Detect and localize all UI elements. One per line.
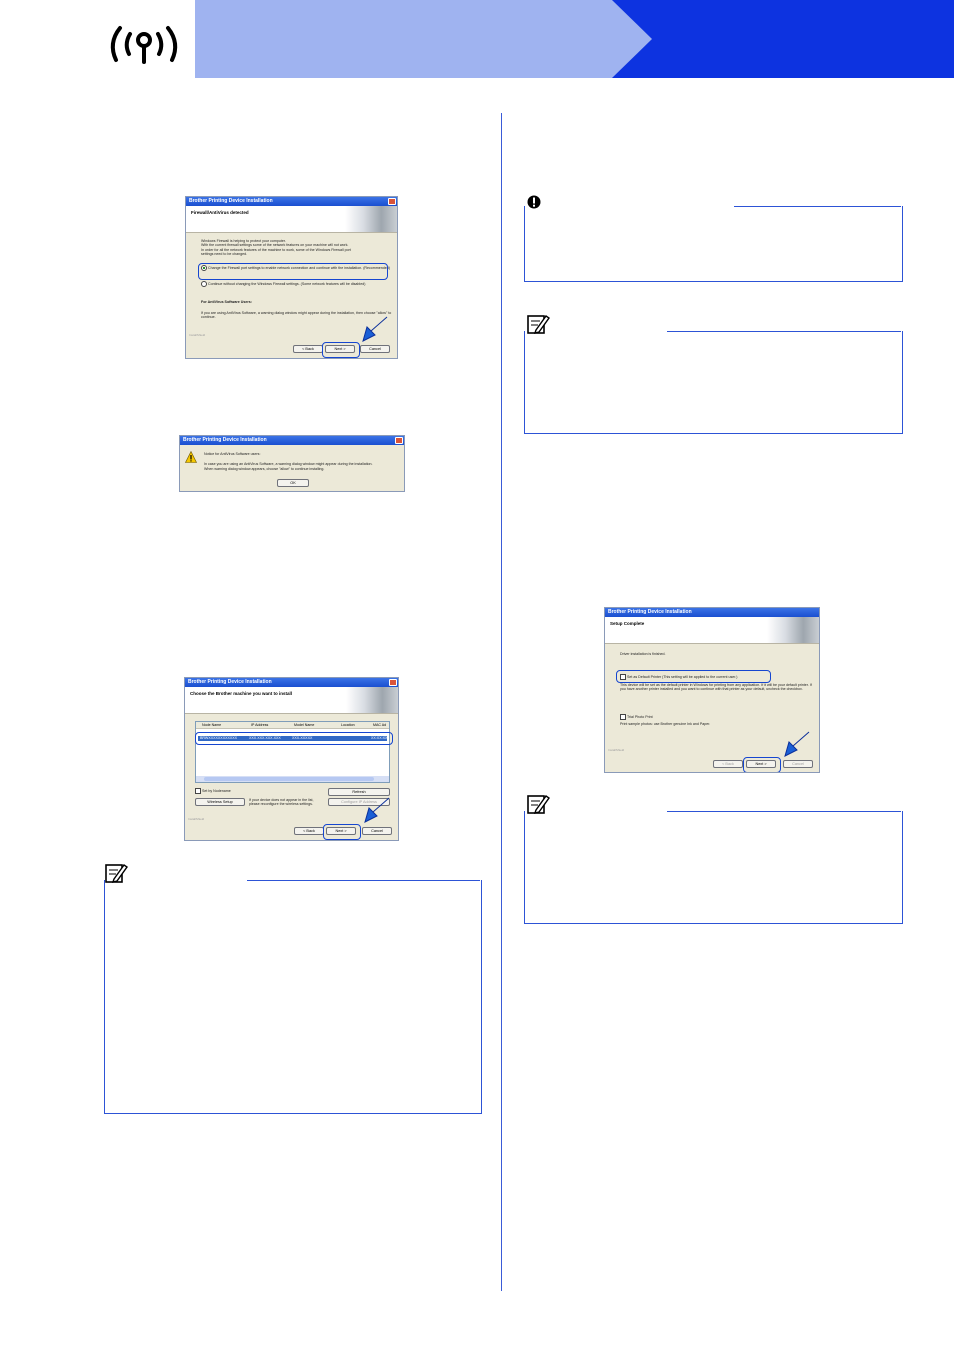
- close-icon[interactable]: [388, 198, 396, 205]
- cell-ip-address: XXX.XXX.XXX.XXX: [249, 736, 281, 740]
- next-button[interactable]: Next >: [325, 345, 355, 353]
- note-box-right-1: [524, 331, 903, 434]
- wireless-setup-button[interactable]: Wireless Setup: [195, 798, 245, 806]
- horizontal-scrollbar[interactable]: [196, 776, 389, 782]
- body-line: With the current firewall settings some …: [201, 243, 349, 248]
- installshield-label: InstallShield: [189, 333, 206, 337]
- cancel-button[interactable]: Cancel: [783, 760, 813, 768]
- default-printer-desc: This device will be set as the default p…: [620, 683, 812, 692]
- pointer-arrow-icon: [784, 731, 810, 757]
- warning-line-2: In case you are using an AntiVirus Softw…: [204, 462, 373, 466]
- next-highlight: [323, 824, 361, 840]
- dialog-title: Brother Printing Device Installation: [185, 678, 398, 687]
- dialog-title: Brother Printing Device Installation: [605, 608, 819, 617]
- checkbox-checked[interactable]: [620, 674, 626, 680]
- machine-list[interactable]: Node Name IP Address Model Name Location…: [195, 721, 390, 783]
- next-highlight: [322, 342, 360, 358]
- cancel-button[interactable]: Cancel: [362, 827, 392, 835]
- warning-line-3: When warning dialog window appears, choo…: [204, 467, 325, 471]
- next-button[interactable]: Next >: [746, 760, 776, 768]
- setup-complete-dialog: Brother Printing Device Installation Set…: [604, 607, 820, 773]
- close-icon[interactable]: [389, 679, 397, 686]
- close-icon[interactable]: [395, 437, 403, 444]
- important-box: [524, 206, 903, 282]
- set-by-nodename[interactable]: Set by Nodename: [195, 788, 231, 794]
- back-button[interactable]: < Back: [293, 345, 323, 353]
- finished-text: Driver installation is finished.: [620, 652, 666, 656]
- refresh-button[interactable]: Refresh: [328, 788, 390, 796]
- installshield-label: InstallShield: [188, 817, 205, 821]
- installshield-label: InstallShield: [608, 748, 625, 752]
- column-header[interactable]: IP Address: [251, 723, 269, 727]
- pointer-arrow-icon: [362, 316, 388, 342]
- dialog-heading: Firewall/AntiVirus detected: [191, 210, 249, 215]
- wireless-network-icon: [110, 26, 178, 64]
- note-icon: [527, 315, 550, 334]
- default-printer-option[interactable]: Set as Default Printer (This setting wil…: [620, 674, 770, 680]
- checkbox-checked[interactable]: [620, 714, 626, 720]
- column-header[interactable]: Location: [341, 723, 355, 727]
- scrollbar-thumb[interactable]: [204, 777, 374, 781]
- row-highlight: [195, 732, 393, 745]
- radio-unselected[interactable]: [201, 281, 207, 287]
- configure-ip-button[interactable]: Configure IP Address: [328, 798, 390, 806]
- body-line: In order for all the network features of…: [201, 247, 351, 252]
- option-highlight: [616, 670, 771, 683]
- option-highlight: [198, 263, 388, 280]
- back-button[interactable]: < Back: [713, 760, 743, 768]
- firewall-body: Windows Firewall is helping to protect y…: [201, 239, 393, 256]
- header-photo: [345, 206, 397, 232]
- next-highlight: [743, 757, 781, 772]
- option-change-firewall[interactable]: Change the Firewall port settings to ena…: [201, 265, 391, 271]
- body-line: Windows Firewall is helping to protect y…: [201, 239, 286, 243]
- next-button[interactable]: Next >: [326, 827, 356, 835]
- cell-model-name: XXX-XXXXX: [292, 736, 313, 740]
- header-photo: [767, 617, 819, 643]
- important-icon: [527, 195, 541, 209]
- column-header[interactable]: Node Name: [202, 723, 222, 727]
- cancel-button[interactable]: Cancel: [360, 345, 390, 353]
- note-box-right-2: [524, 811, 903, 924]
- ok-button[interactable]: OK: [277, 479, 309, 487]
- dialog-heading: Choose the Brother machine you want to i…: [190, 691, 293, 696]
- antivirus-heading: For AntiVirus Software Users:: [201, 300, 252, 304]
- cell-mac: XX:XX:XX: [371, 736, 388, 740]
- header-photo: [346, 687, 398, 713]
- firewall-dialog: Brother Printing Device Installation Fir…: [185, 196, 398, 359]
- note-box-rule: [247, 880, 480, 881]
- pointer-arrow-icon: [364, 797, 390, 823]
- warning-icon: [185, 451, 197, 463]
- cell-node-name: BRWXXXXXXXXXXXX: [200, 736, 238, 740]
- dialog-heading: Setup Complete: [610, 621, 645, 626]
- column-header[interactable]: MAC Ad: [373, 723, 387, 727]
- trial-photo-desc: Print sample photos: use Brother genuine…: [620, 722, 711, 726]
- dialog-title: Brother Printing Device Installation: [186, 197, 397, 206]
- column-divider: [501, 113, 502, 1291]
- body-line: settings need to be changed.: [201, 251, 248, 256]
- choose-machine-dialog: Brother Printing Device Installation Cho…: [184, 677, 399, 841]
- header-band-dark: [612, 0, 954, 78]
- note-box-rule: [667, 331, 901, 332]
- list-header: Node Name IP Address Model Name Location…: [196, 722, 389, 729]
- table-row[interactable]: BRWXXXXXXXXXXXX XXX.XXX.XXX.XXX XXX-XXXX…: [198, 736, 387, 741]
- column-header[interactable]: Model Name: [294, 723, 315, 727]
- back-button[interactable]: < Back: [294, 827, 324, 835]
- radio-selected[interactable]: [201, 265, 207, 271]
- option-continue[interactable]: Continue without changing the Windows Fi…: [201, 281, 391, 287]
- note-box-left: [104, 880, 482, 1114]
- header-band-light: [195, 0, 625, 78]
- important-box-rule: [734, 206, 901, 207]
- checkbox-checked[interactable]: [195, 788, 201, 794]
- note-icon: [527, 795, 550, 814]
- antivirus-text: If you are using AntiVirus Software, a w…: [201, 311, 392, 320]
- dialog-title: Brother Printing Device Installation: [180, 436, 404, 445]
- note-icon: [105, 864, 128, 883]
- warning-line-1: Notice for AntiVirus Software users:: [204, 452, 261, 456]
- antivirus-warning-dialog: Brother Printing Device Installation Not…: [179, 435, 405, 492]
- not-appear-text: If your device does not appear in the li…: [249, 798, 314, 807]
- trial-photo-option[interactable]: Trial Photo Print: [620, 714, 653, 720]
- note-box-rule: [667, 811, 901, 812]
